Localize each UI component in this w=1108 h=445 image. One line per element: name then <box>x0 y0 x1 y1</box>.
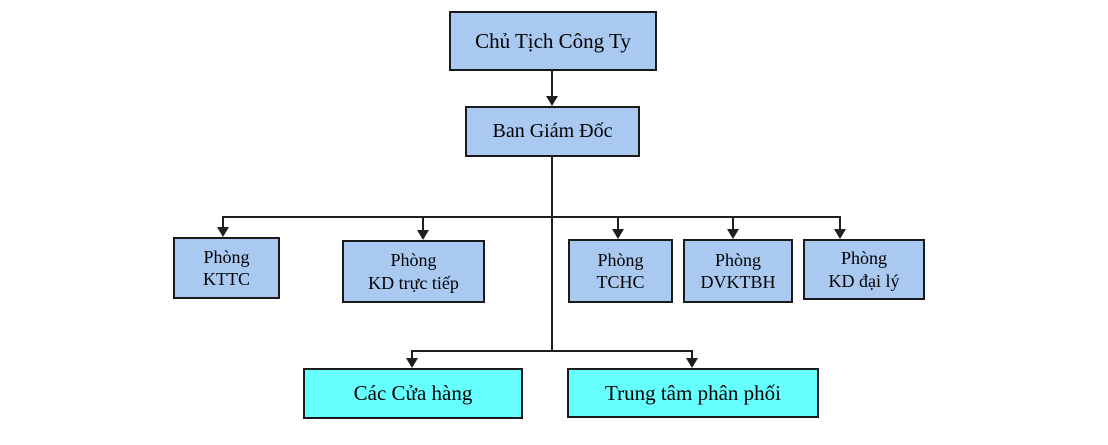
arrowhead-down-icon <box>546 96 558 106</box>
node-dept-kttc: Phòng KTTC <box>173 237 280 299</box>
arrowhead-down-icon <box>612 229 624 239</box>
node-distribution-center: Trung tâm phân phối <box>567 368 819 418</box>
node-dept-tchc: Phòng TCHC <box>568 239 673 303</box>
arrowhead-down-icon <box>417 230 429 240</box>
arrowhead-down-icon <box>686 358 698 368</box>
dept-label-line1: Phòng <box>597 249 644 270</box>
dept-label-line1: Phòng <box>840 248 887 268</box>
dept-label-line1: Phòng <box>390 250 437 270</box>
arrowhead-down-icon <box>217 227 229 237</box>
dept-label-line2: DVKTBH <box>700 272 776 292</box>
dept-label-line2: KD trực tiếp <box>368 272 459 293</box>
node-president-label: Chủ Tịch Công Ty <box>475 28 631 53</box>
node-board: Ban Giám Đốc <box>465 106 640 157</box>
arrowhead-down-icon <box>834 229 846 239</box>
node-dept-dvktbh: Phòng DVKTBH <box>683 239 793 303</box>
node-board-label: Ban Giám Đốc <box>492 120 613 142</box>
dept-label-line1: Phòng <box>203 246 250 267</box>
node-dept-kd-truc-tiep: Phòng KD trực tiếp <box>342 240 485 303</box>
dept-label-line2: TCHC <box>596 272 645 292</box>
dept-label-line2: KD đại lý <box>828 270 900 291</box>
dept-label-line1: Phòng <box>714 249 761 270</box>
node-dept-kd-dai-ly: Phòng KD đại lý <box>803 239 925 300</box>
node-stores: Các Cửa hàng <box>303 368 523 419</box>
node-president: Chủ Tịch Công Ty <box>449 11 657 71</box>
arrowhead-down-icon <box>406 358 418 368</box>
node-distribution-center-label: Trung tâm phân phối <box>605 380 781 405</box>
node-stores-label: Các Cửa hàng <box>353 381 473 406</box>
arrowhead-down-icon <box>727 229 739 239</box>
dept-label-line2: KTTC <box>203 269 250 289</box>
